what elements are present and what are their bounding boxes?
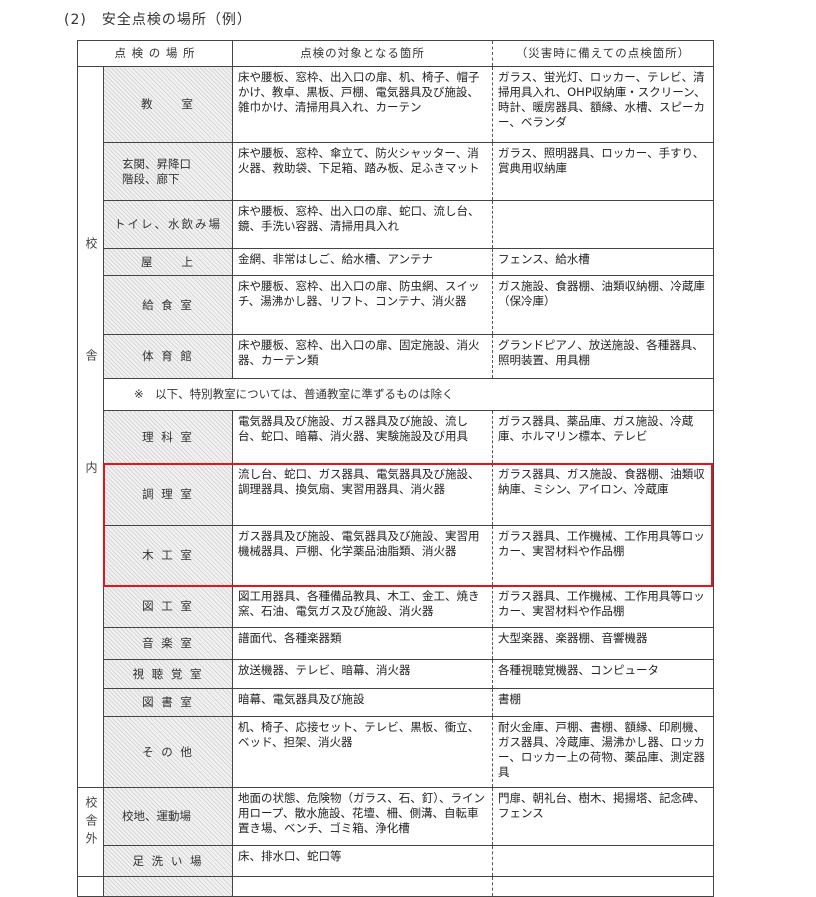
disaster-check-items: 書棚 — [492, 688, 714, 717]
table-row: 音 楽 室譜面代、各種楽器類大型楽器、楽器棚、音響機器 — [78, 627, 714, 660]
table-row: 体 育 館床や腰板、窓枠、出入口の扉、固定施設、消火器、カーテン類グランドピアノ… — [78, 334, 714, 379]
place-name: 図 書 室 — [103, 688, 233, 717]
inspection-targets: 床や腰板、窓枠、出入口の扉、蛇口、流し台、鏡、手洗い容器、清掃用具入れ — [232, 200, 493, 249]
table-row: 調 理 室流し台、蛇口、ガス器具、電気器具及び施設、調理器具、換気扇、実習用器具… — [78, 463, 714, 526]
blank-cell — [492, 876, 714, 897]
place-name: そ の 他 — [103, 716, 233, 788]
section-title: (2) 安全点検の場所（例） — [64, 12, 252, 28]
blank-row — [77, 876, 714, 897]
disaster-check-items: ガラス器具、ガス施設、食器棚、油類収納庫、ミシン、アイロン、冷蔵庫 — [492, 463, 714, 526]
place-name: 視 聴 覚 室 — [103, 659, 233, 689]
place-name: 校地、運動場 — [103, 787, 233, 846]
place-name: 体 育 館 — [103, 334, 233, 379]
table-header: 点 検 の 場 所 点検の対象となる箇所 （災害時に備えての点検箇所） — [77, 40, 714, 67]
header-disaster: （災害時に備えての点検箇所） — [492, 40, 714, 67]
inspection-targets: 床や腰板、窓枠、傘立て、防火シャッター、消火器、救助袋、下足箱、踏み板、足ふきマ… — [232, 142, 493, 201]
side-label-inside: 校舎内 — [77, 66, 104, 788]
table-row: 図 工 室図工用器具、各種備品教具、木工、金工、焼き窯、石油、電気ガス及び施設、… — [78, 585, 714, 628]
inspection-targets: 床、排水口、蛇口等 — [232, 845, 493, 877]
table-row: 屋 上金網、非常はしご、給水槽、アンテナフェンス、給水槽 — [78, 248, 714, 276]
inspection-targets: ガス器具及び施設、電気器具及び施設、実習用機械器具、戸棚、化学薬品油脂類、消火器 — [232, 525, 493, 586]
disaster-check-items: 門扉、朝礼台、樹木、掲揚塔、記念碑、フェンス — [492, 787, 714, 846]
table-row: 図 書 室暗幕、電気器具及び施設書棚 — [78, 688, 714, 717]
outside-label: 校舎外 — [84, 796, 98, 850]
place-name: 教 室 — [103, 66, 233, 143]
inspection-targets: 床や腰板、窓枠、出入口の扉、固定施設、消火器、カーテン類 — [232, 334, 493, 379]
disaster-check-items: 大型楽器、楽器棚、音響機器 — [492, 627, 714, 660]
place-name: トイレ、水飲み場 — [103, 200, 233, 249]
note-text: ※ 以下、特別教室については、普通教室に準ずるものは除く — [103, 378, 714, 411]
disaster-check-items: フェンス、給水槽 — [492, 248, 714, 276]
side-label-outside: 校舎外 — [77, 787, 104, 877]
blank-cell — [232, 876, 493, 897]
place-name: 木 工 室 — [103, 525, 233, 586]
inside-label: 校舎内 — [84, 237, 98, 573]
disaster-check-items: ガラス、照明器具、ロッカー、手すり、賞典用収納庫 — [492, 142, 714, 201]
place-name: 足 洗 い 場 — [103, 845, 233, 877]
place-name: 音 楽 室 — [103, 627, 233, 660]
disaster-check-items: ガラス器具、薬品庫、ガス施設、冷蔵庫、ホルマリン標本、テレビ — [492, 410, 714, 464]
table-row: トイレ、水飲み場床や腰板、窓枠、出入口の扉、蛇口、流し台、鏡、手洗い容器、清掃用… — [78, 200, 714, 249]
disaster-check-items: ガラス器具、工作機械、工作用具等ロッカー、実習材料や作品棚 — [492, 585, 714, 628]
blank-cell — [103, 876, 233, 897]
table-row: 玄関、昇降口 階段、廊下床や腰板、窓枠、傘立て、防火シャッター、消火器、救助袋、… — [78, 142, 714, 201]
place-name: 理 科 室 — [103, 410, 233, 464]
table-row: 理 科 室電気器具及び施設、ガス器具及び施設、流し台、蛇口、暗幕、消火器、実験施… — [78, 410, 714, 464]
disaster-check-items — [492, 845, 714, 877]
disaster-check-items — [492, 200, 714, 249]
inspection-targets: 電気器具及び施設、ガス器具及び施設、流し台、蛇口、暗幕、消火器、実験施設及び用具 — [232, 410, 493, 464]
header-place: 点 検 の 場 所 — [77, 40, 233, 67]
note-row: ※ 以下、特別教室については、普通教室に準ずるものは除く — [78, 378, 714, 411]
disaster-check-items: ガラス、蛍光灯、ロッカー、テレビ、清掃用具入れ、OHP収納庫・スクリーン、時計、… — [492, 66, 714, 143]
safety-inspection-table: 点 検 の 場 所 点検の対象となる箇所 （災害時に備えての点検箇所） 校舎内 教… — [77, 40, 714, 897]
inspection-targets: 床や腰板、窓枠、出入口の扉、机、椅子、帽子かけ、教卓、黒板、戸棚、電気器具及び施… — [232, 66, 493, 143]
inspection-targets: 譜面代、各種楽器類 — [232, 627, 493, 660]
inspection-targets: 金網、非常はしご、給水槽、アンテナ — [232, 248, 493, 276]
inspection-targets: 放送機器、テレビ、暗幕、消火器 — [232, 659, 493, 689]
table-row: 給 食 室床や腰板、窓枠、出入口の扉、防虫網、スイッチ、湯沸かし器、リフト、コン… — [78, 275, 714, 335]
disaster-check-items: 各種視聴覚機器、コンピュータ — [492, 659, 714, 689]
disaster-check-items: ガラス器具、工作機械、工作用具等ロッカー、実習材料や作品棚 — [492, 525, 714, 586]
table-row: 足 洗 い 場床、排水口、蛇口等 — [78, 845, 714, 877]
inspection-targets: 床や腰板、窓枠、出入口の扉、防虫網、スイッチ、湯沸かし器、リフト、コンテナ、消火… — [232, 275, 493, 335]
table-row: 視 聴 覚 室放送機器、テレビ、暗幕、消火器各種視聴覚機器、コンピュータ — [78, 659, 714, 689]
header-targets: 点検の対象となる箇所 — [232, 40, 493, 67]
disaster-check-items: 耐火金庫、戸棚、書棚、額縁、印刷機、ガス器具、冷蔵庫、湯沸かし器、ロッカー、ロッ… — [492, 716, 714, 788]
table-row: 校舎内 教 室床や腰板、窓枠、出入口の扉、机、椅子、帽子かけ、教卓、黒板、戸棚、電… — [77, 66, 714, 788]
table-row: 校舎外校地、運動場地面の状態、危険物（ガラス、石、釘）、ライン用ロープ、散水施設… — [77, 787, 714, 877]
place-name: 図 工 室 — [103, 585, 233, 628]
inspection-targets: 暗幕、電気器具及び施設 — [232, 688, 493, 717]
blank-cell — [77, 876, 104, 897]
inspection-targets: 流し台、蛇口、ガス器具、電気器具及び施設、調理器具、換気扇、実習用器具、消火器 — [232, 463, 493, 526]
inspection-targets: 机、椅子、応接セット、テレビ、黒板、衝立、ベッド、担架、消火器 — [232, 716, 493, 788]
table-row: そ の 他机、椅子、応接セット、テレビ、黒板、衝立、ベッド、担架、消火器耐火金庫… — [78, 716, 714, 788]
place-name: 調 理 室 — [103, 463, 233, 526]
disaster-check-items: ガス施設、食器棚、油類収納棚、冷蔵庫（保冷庫） — [492, 275, 714, 335]
place-name: 屋 上 — [103, 248, 233, 276]
place-name: 給 食 室 — [103, 275, 233, 335]
disaster-check-items: グランドピアノ、放送施設、各種器具、照明装置、用具棚 — [492, 334, 714, 379]
inspection-targets: 図工用器具、各種備品教具、木工、金工、焼き窯、石油、電気ガス及び施設、消火器 — [232, 585, 493, 628]
inspection-targets: 地面の状態、危険物（ガラス、石、釘）、ライン用ロープ、散水施設、花壇、柵、側溝、… — [232, 787, 493, 846]
place-name: 玄関、昇降口 階段、廊下 — [103, 142, 233, 201]
table-row: 木 工 室ガス器具及び施設、電気器具及び施設、実習用機械器具、戸棚、化学薬品油脂… — [78, 525, 714, 586]
